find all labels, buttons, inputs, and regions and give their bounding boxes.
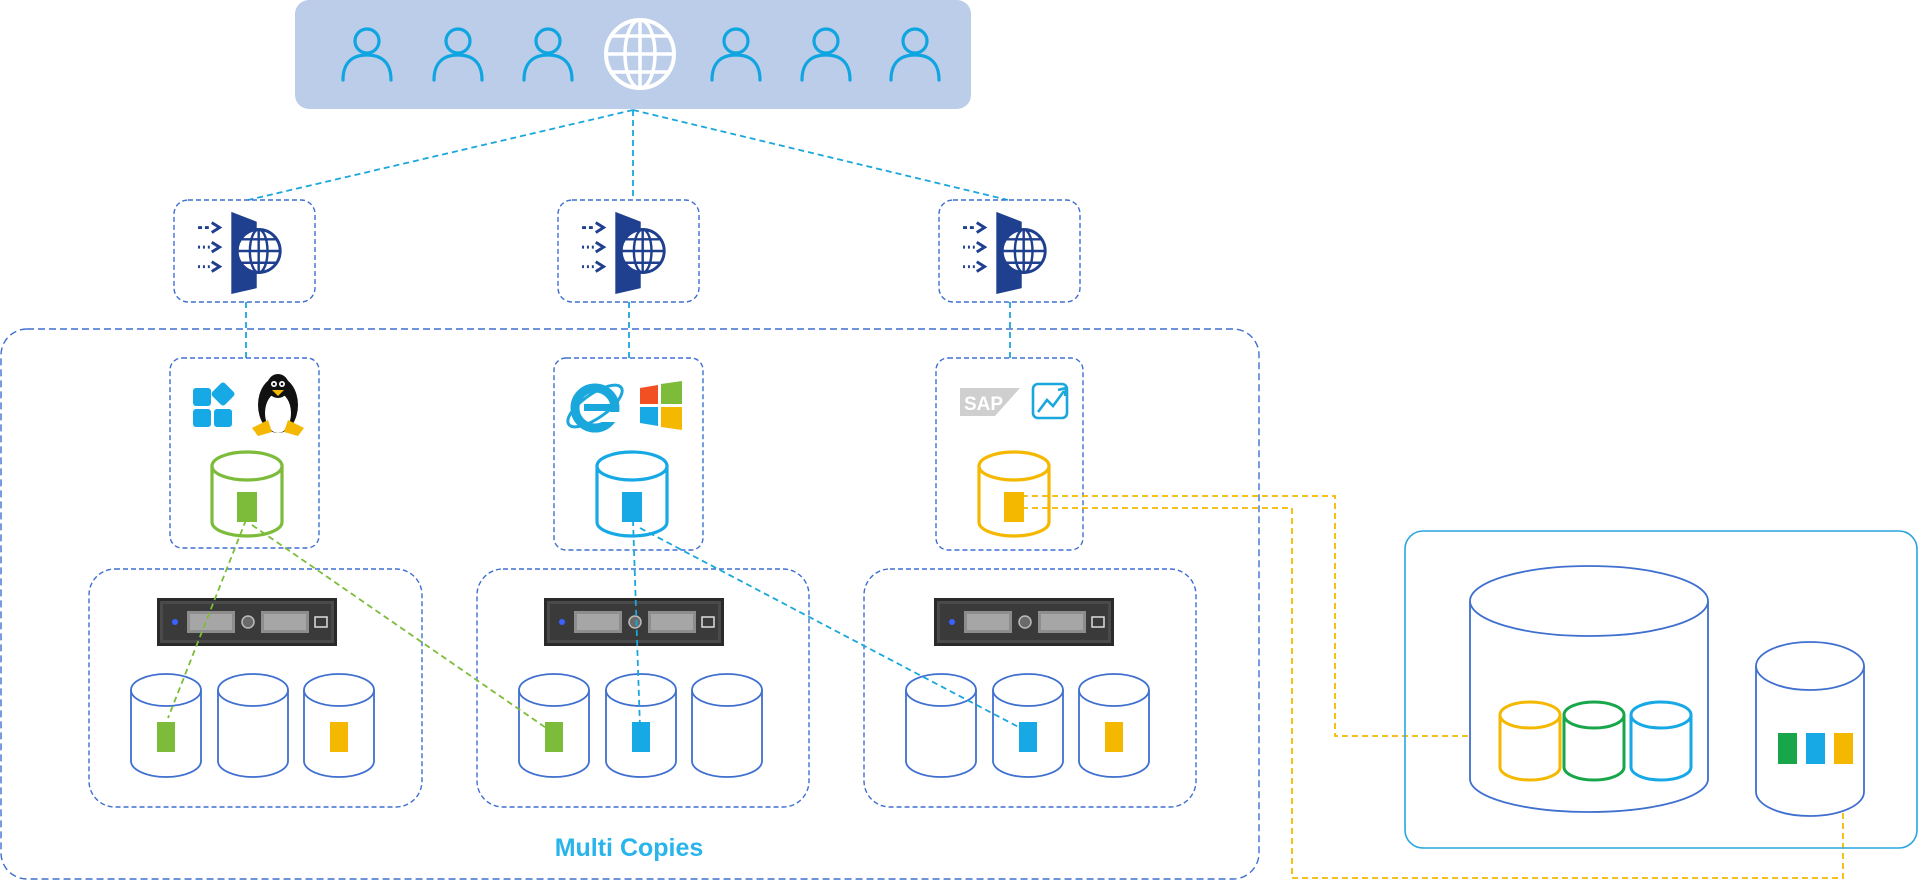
link-blue-copy-2	[639, 527, 1029, 733]
app-boxes: SAP	[169, 357, 1084, 551]
storage-disk-blue	[992, 673, 1064, 778]
copy-database-yellow	[1498, 700, 1562, 782]
storage-disk-empty	[691, 673, 763, 778]
link-yellow-to-backup	[1022, 495, 1480, 737]
storage-disk-green	[518, 673, 590, 778]
web-gateway-icon	[961, 210, 1047, 296]
data-block-green	[237, 492, 257, 522]
storage-disk-yellow	[1078, 673, 1150, 778]
server-rack-icon	[544, 598, 724, 646]
archive-block-blue	[1806, 733, 1825, 764]
storage-node-2	[476, 568, 810, 808]
replication-links	[167, 495, 1844, 879]
app-database-yellow	[977, 450, 1051, 538]
internet-explorer-icon	[566, 383, 624, 433]
app-database-blue	[595, 450, 669, 538]
storage-node-3	[863, 568, 1197, 808]
globe-icon	[604, 18, 676, 90]
app-box-3: SAP	[935, 357, 1084, 551]
server-rack-icon	[934, 598, 1114, 646]
link-green-copy-2	[251, 524, 553, 733]
copy-database-blue	[1629, 700, 1693, 782]
cluster-container	[0, 328, 1260, 880]
storage-disk-empty	[905, 673, 977, 778]
storage-disk-empty	[217, 673, 289, 778]
windows-icon	[640, 381, 682, 430]
linux-tux-icon	[252, 374, 304, 436]
data-block-blue	[1019, 722, 1037, 752]
storage-nodes	[88, 568, 1197, 808]
top-links	[245, 109, 1011, 358]
data-block-yellow	[1004, 492, 1024, 522]
multi-copies-label: Multi Copies	[555, 834, 704, 862]
app-grid-icon	[193, 382, 235, 427]
app-box-2	[553, 357, 704, 551]
server-rack-icon	[157, 598, 337, 646]
big-store-copies	[1498, 700, 1693, 782]
analytics-chart-icon	[1031, 382, 1069, 420]
backup-panel	[1404, 530, 1918, 849]
web-gateway-icon	[196, 210, 282, 296]
storage-disk-blue	[605, 673, 677, 778]
copy-database-green	[1562, 700, 1626, 782]
data-block-yellow	[330, 722, 348, 752]
data-block-yellow	[1105, 722, 1123, 752]
sap-logo-icon: SAP	[960, 388, 1020, 416]
app-box-1	[169, 357, 320, 549]
data-block-green	[157, 722, 175, 752]
sap-logo-text: SAP	[964, 394, 1003, 415]
small-storage-cylinder	[1755, 641, 1865, 817]
data-block-green	[545, 722, 563, 752]
link-top-to-gateway-1	[247, 109, 634, 201]
users-band	[295, 0, 971, 109]
app-database-green	[210, 450, 284, 538]
archive-block-yellow	[1834, 733, 1853, 764]
gateway-3	[938, 199, 1081, 303]
link-yellow-to-archive	[1022, 507, 1844, 879]
link-green-copy-1	[167, 519, 247, 719]
data-block-blue	[632, 722, 650, 752]
storage-disk-green	[130, 673, 202, 778]
small-store-blocks	[1778, 733, 1853, 764]
gateways	[173, 199, 1081, 303]
gateway-2	[557, 199, 700, 303]
archive-block-dark-green	[1778, 733, 1797, 764]
storage-disks	[130, 673, 1150, 778]
app-databases	[210, 450, 1051, 538]
web-gateway-icon	[580, 210, 666, 296]
gateway-1	[173, 199, 316, 303]
backup-panel-frame	[1404, 530, 1918, 849]
storage-node-1	[88, 568, 423, 808]
link-top-to-gateway-3	[632, 109, 1009, 201]
link-blue-copy-1	[632, 519, 641, 729]
data-block-blue	[622, 492, 642, 522]
storage-disk-yellow	[303, 673, 375, 778]
